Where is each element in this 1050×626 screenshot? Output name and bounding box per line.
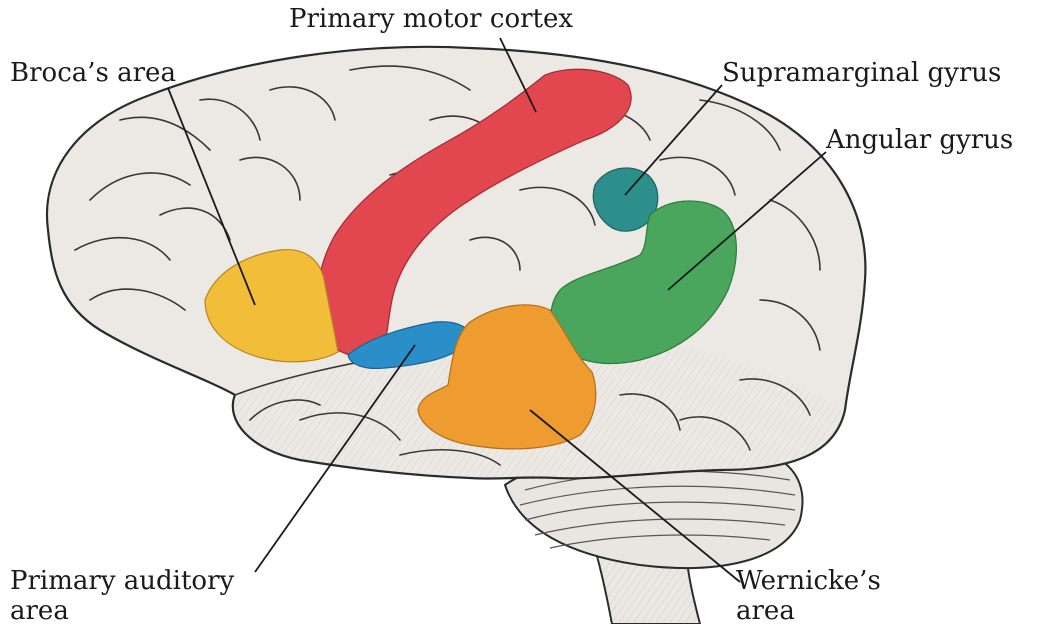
label-primary-auditory-area-line2: area <box>10 596 234 626</box>
label-angular-gyrus: Angular gyrus <box>826 125 1013 155</box>
label-wernickes-area-line2: area <box>736 596 881 626</box>
label-wernickes-area-line1: Wernicke’s <box>736 566 881 596</box>
label-wernickes-area: Wernicke’s area <box>736 566 881 626</box>
label-primary-auditory-area: Primary auditory area <box>10 566 234 626</box>
label-primary-motor-cortex: Primary motor cortex <box>289 4 573 34</box>
label-supramarginal-gyrus: Supramarginal gyrus <box>722 58 1001 88</box>
label-brocas-area: Broca’s area <box>10 58 176 88</box>
label-primary-auditory-area-line1: Primary auditory <box>10 566 234 596</box>
